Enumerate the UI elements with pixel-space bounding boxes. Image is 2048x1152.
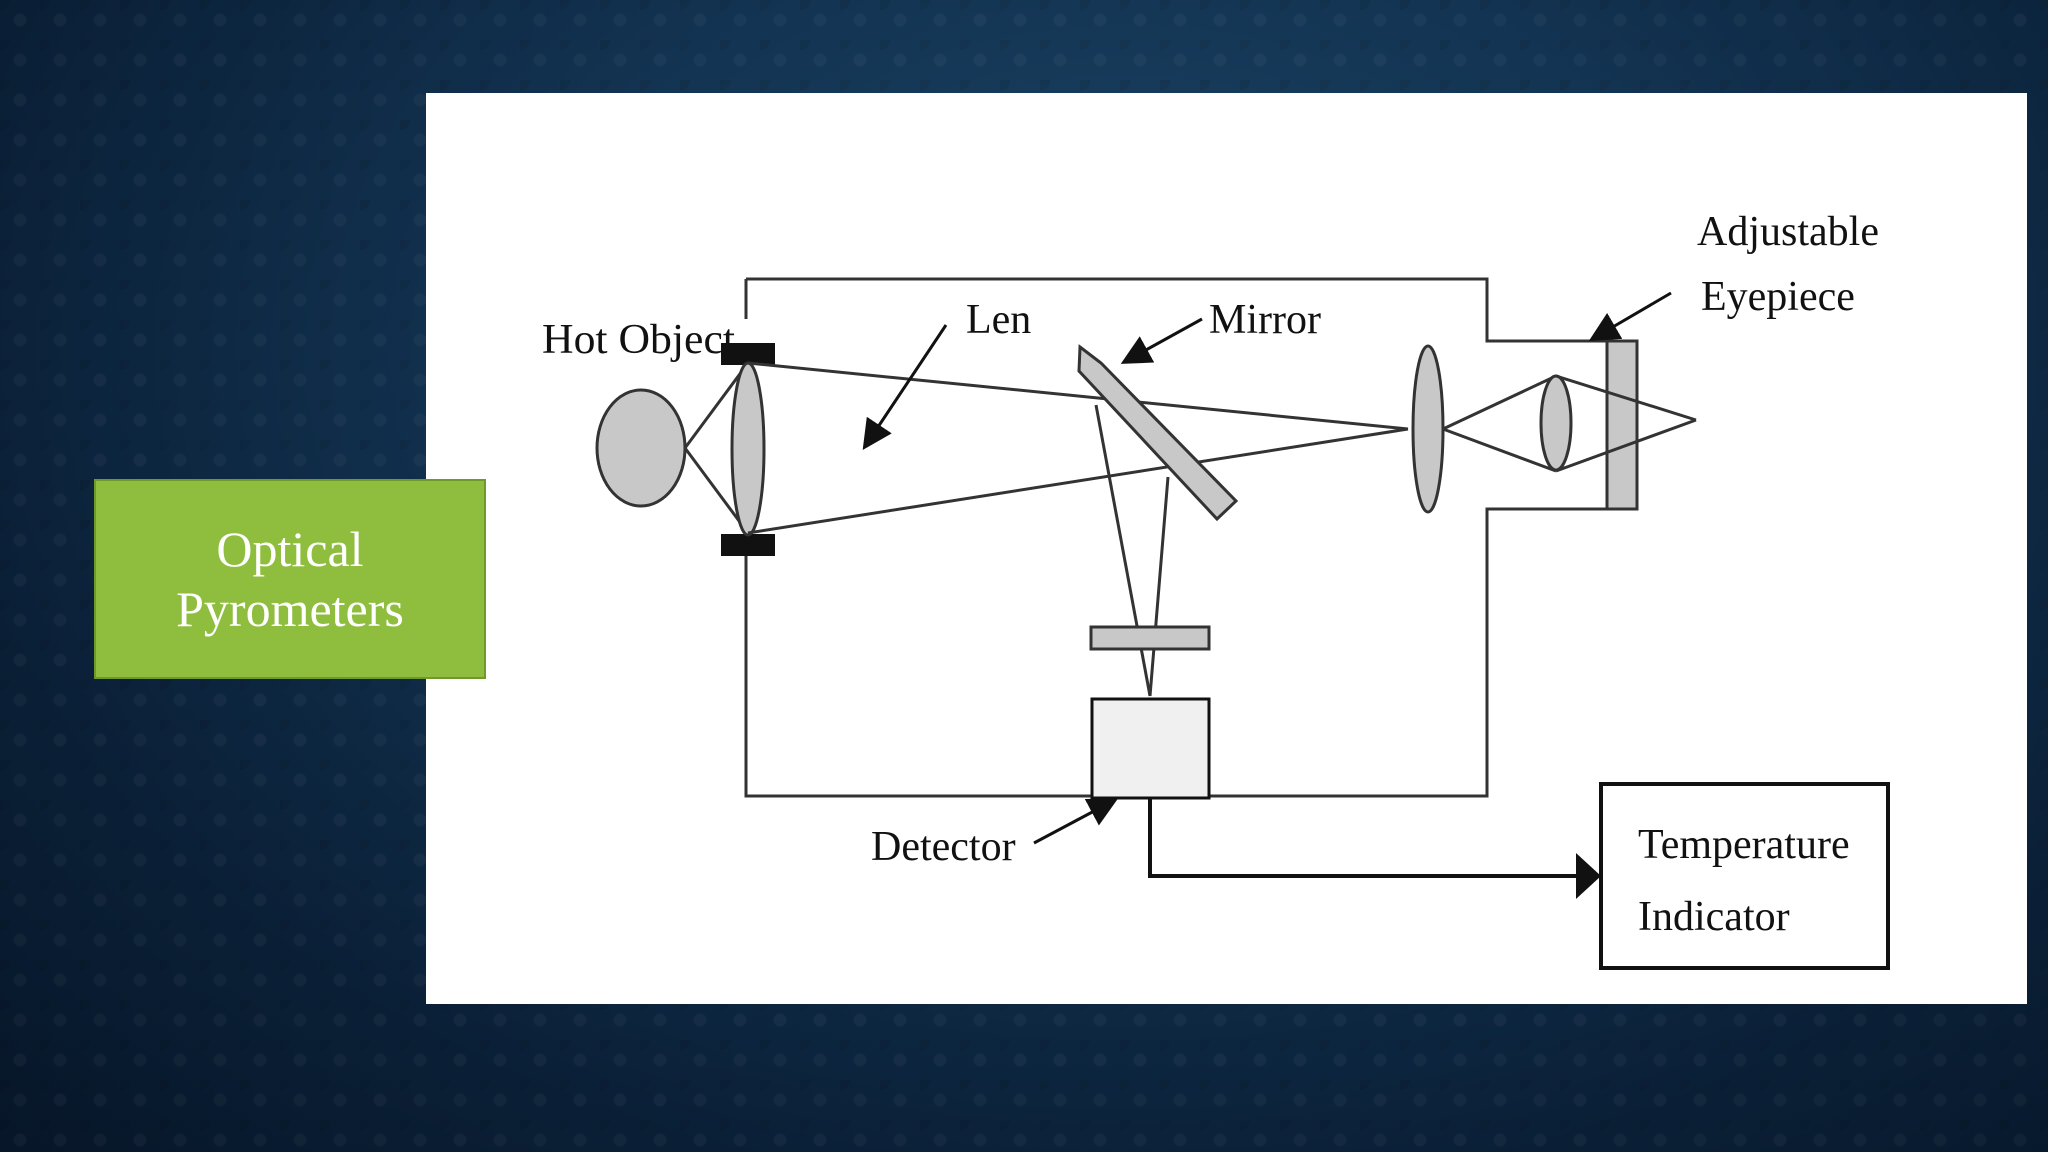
ray-line — [747, 361, 1409, 431]
temperature-label: Temperature — [1638, 822, 1850, 868]
ray-line — [1555, 418, 1697, 473]
diagram-panel: Hot Object Len Mirror Adjustable Eyepiec… — [426, 93, 2027, 1004]
optical-pyrometer-diagram: Hot Object Len Mirror Adjustable Eyepiec… — [542, 209, 1890, 970]
mirror-pointer-arrow — [1120, 317, 1203, 364]
mirror-label: Mirror — [1209, 297, 1321, 343]
mirror-shape — [1077, 344, 1239, 522]
eyepiece-pointer-arrow — [1588, 291, 1672, 342]
filter-plate — [1089, 625, 1211, 651]
len-pointer-arrow — [862, 324, 948, 450]
detector-pointer-arrow — [1033, 798, 1119, 845]
ray-line — [1555, 374, 1697, 422]
adjustable-label: Adjustable — [1697, 209, 1879, 255]
indicator-label: Indicator — [1638, 894, 1790, 940]
signal-arrowhead — [1576, 853, 1601, 899]
slide-title-box: Optical Pyrometers — [94, 479, 486, 679]
eyepiece-plate — [1605, 339, 1639, 511]
aperture-stop-top — [721, 343, 775, 365]
detector-label: Detector — [871, 824, 1016, 870]
signal-line — [1148, 798, 1584, 878]
temperature-indicator-box — [1599, 782, 1890, 970]
aperture-stop-bottom — [721, 534, 775, 556]
objective-lens — [730, 361, 766, 537]
ray-line — [747, 427, 1409, 535]
ray-line — [1442, 427, 1557, 473]
ray-line — [683, 362, 750, 449]
eyepiece-lens-1 — [1411, 344, 1445, 514]
ray-line — [1442, 374, 1557, 431]
ray-line — [1094, 404, 1152, 697]
len-label: Len — [966, 297, 1031, 343]
eyepiece-label: Eyepiece — [1701, 274, 1855, 320]
detector-box — [1090, 697, 1211, 800]
slide-title: Optical Pyrometers — [176, 521, 404, 637]
housing-outline — [744, 277, 1607, 798]
hot-object-label: Hot Object — [542, 317, 735, 363]
ray-line — [1148, 476, 1170, 697]
hot-object-shape — [595, 388, 687, 508]
eyepiece-lens-2 — [1539, 374, 1573, 472]
